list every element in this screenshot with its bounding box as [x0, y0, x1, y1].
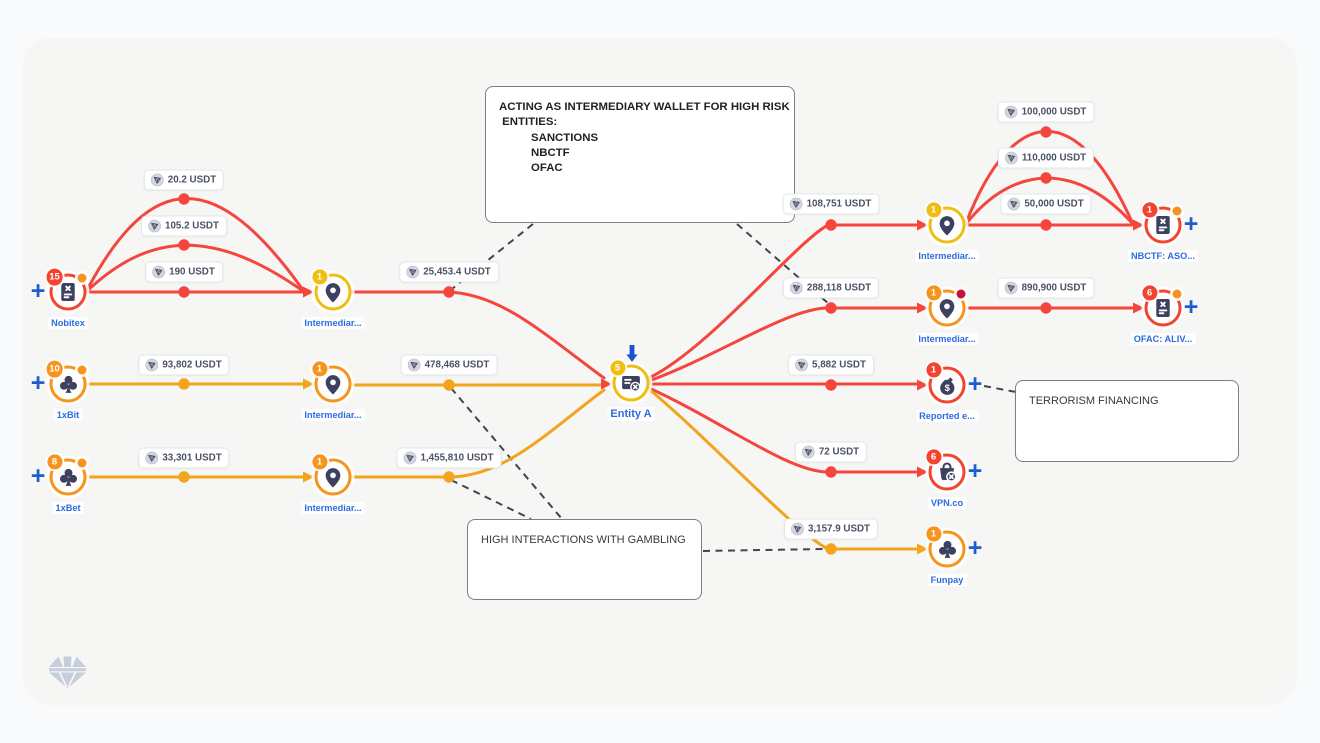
svg-text:$: $ [944, 383, 950, 394]
